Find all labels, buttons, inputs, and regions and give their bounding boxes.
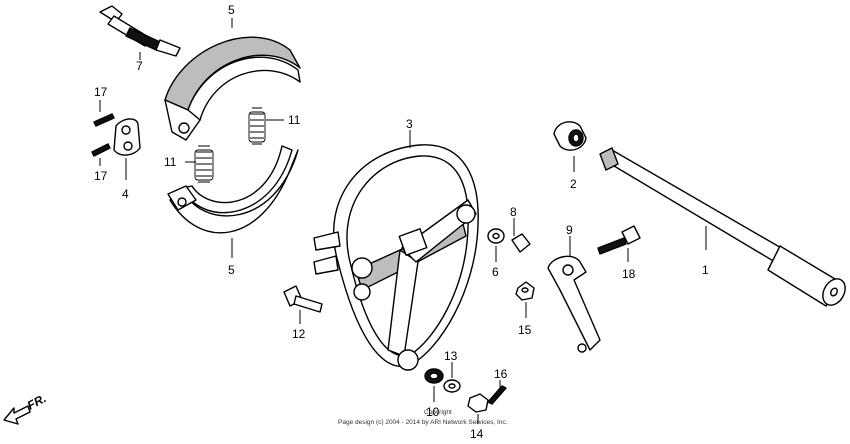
part-5-brake-shoe-lower bbox=[167, 145, 299, 258]
label-part-7: 7 bbox=[136, 59, 143, 73]
part-5-brake-shoe-upper bbox=[164, 18, 301, 141]
part-16-bolt bbox=[487, 380, 507, 405]
label-part-9: 9 bbox=[566, 223, 573, 237]
part-7-brake-cam bbox=[99, 5, 181, 60]
part-1-axle bbox=[599, 147, 846, 307]
copyright-notice: Copyright Page design (c) 2004 - 2014 by… bbox=[338, 409, 508, 426]
label-part-4: 4 bbox=[122, 187, 129, 201]
part-4-plate bbox=[113, 118, 141, 180]
front-direction-indicator: FR. bbox=[3, 391, 48, 425]
label-part-6: 6 bbox=[492, 265, 499, 279]
part-12-bolt bbox=[283, 285, 323, 324]
part-11-spring-left bbox=[185, 145, 214, 183]
label-part-13: 13 bbox=[444, 349, 458, 363]
label-part-11-left: 11 bbox=[164, 155, 177, 169]
label-part-17-upper: 17 bbox=[94, 85, 108, 99]
label-part-15: 15 bbox=[518, 323, 532, 337]
part-9-brake-arm bbox=[547, 236, 601, 353]
part-3-brake-panel bbox=[313, 130, 479, 371]
part-14-nut bbox=[467, 393, 489, 424]
part-6-washer bbox=[487, 228, 505, 262]
label-part-8: 8 bbox=[510, 205, 517, 219]
part-11-spring-right bbox=[248, 107, 284, 145]
part-15-nut bbox=[515, 281, 535, 318]
part-2-collar bbox=[553, 121, 587, 172]
label-part-10: 10 bbox=[426, 405, 440, 419]
part-10-nut bbox=[424, 368, 444, 402]
copyright-line-1: Copyright bbox=[424, 409, 452, 416]
label-part-14: 14 bbox=[470, 427, 484, 441]
label-part-5-upper: 5 bbox=[228, 3, 235, 17]
part-13-washer bbox=[443, 362, 461, 393]
part-8-indicator bbox=[511, 218, 531, 253]
label-part-3: 3 bbox=[406, 117, 413, 131]
label-part-1: 1 bbox=[702, 263, 709, 277]
label-part-2: 2 bbox=[570, 177, 577, 191]
part-18-bolt bbox=[597, 225, 641, 262]
label-part-11-right: 11 bbox=[288, 113, 301, 127]
label-part-12: 12 bbox=[292, 327, 306, 341]
front-arrow-icon bbox=[3, 405, 31, 425]
part-labels: 1 2 3 4 5 5 6 7 8 9 10 11 11 12 13 14 15… bbox=[94, 3, 709, 441]
part-17-pin-lower bbox=[91, 143, 111, 166]
label-part-18: 18 bbox=[622, 267, 636, 281]
label-part-17-lower: 17 bbox=[94, 169, 108, 183]
label-part-16: 16 bbox=[494, 367, 508, 381]
part-17-pin-upper bbox=[93, 100, 115, 127]
copyright-line-2: Page design (c) 2004 - 2014 by ARI Netwo… bbox=[338, 419, 508, 426]
label-part-5-lower: 5 bbox=[228, 263, 235, 277]
